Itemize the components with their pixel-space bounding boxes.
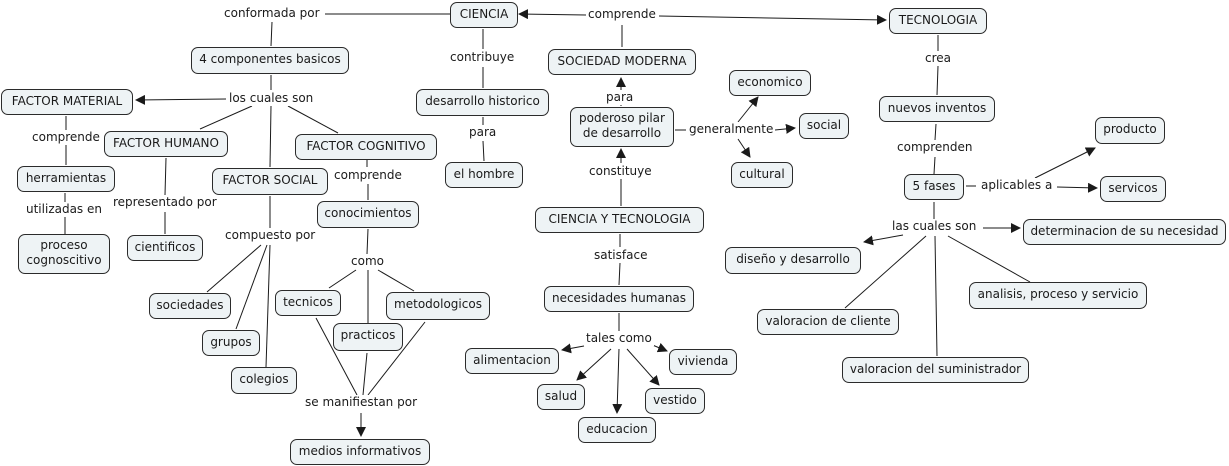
- link-las-cuales-son: las cuales son: [890, 219, 979, 234]
- concept-educacion[interactable]: educacion: [578, 417, 656, 443]
- concept-tecnologia[interactable]: TECNOLOGIA: [889, 8, 987, 34]
- concept-factor-material[interactable]: FACTOR MATERIAL: [1, 89, 133, 115]
- concept-servicos[interactable]: servicos: [1100, 176, 1166, 202]
- connector: [270, 21, 273, 47]
- concept-4-componentes[interactable]: 4 componentes basicos: [191, 47, 349, 74]
- connector: [947, 235, 1031, 283]
- concept-cultural[interactable]: cultural: [731, 162, 793, 188]
- connector: [518, 9, 587, 20]
- link-representado-por: representado por: [111, 195, 219, 210]
- link-para-hombre: para: [467, 125, 499, 140]
- concept-nuevos-inventos[interactable]: nuevos inventos: [879, 96, 995, 122]
- link-contribuye: contribuye: [448, 50, 517, 65]
- concept-tecnicos[interactable]: tecnicos: [275, 290, 341, 316]
- connector: [1056, 182, 1098, 193]
- concept-herramientas[interactable]: herramientas: [17, 166, 115, 192]
- connector: [658, 14, 887, 25]
- connector: [1034, 147, 1096, 179]
- connector: [315, 317, 358, 396]
- concept-desarrollo-historico[interactable]: desarrollo historico: [416, 89, 549, 116]
- connector: [287, 105, 339, 134]
- connector: [206, 244, 262, 293]
- connector: [199, 105, 253, 130]
- concept-ciencia[interactable]: CIENCIA: [450, 2, 518, 28]
- connector: [576, 348, 612, 381]
- concept-medios-informativos[interactable]: medios informativos: [290, 439, 430, 465]
- connector: [863, 234, 904, 246]
- connector: [377, 269, 415, 292]
- concept-factor-social[interactable]: FACTOR SOCIAL: [212, 168, 328, 195]
- link-comprende-top: comprende: [586, 7, 658, 22]
- concept-analisis-proceso-servicio[interactable]: analisis, proceso y servicio: [969, 282, 1147, 309]
- connector: [164, 157, 167, 196]
- link-comprende-cognitivo: comprende: [332, 168, 404, 183]
- connector: [612, 348, 623, 414]
- concept-factor-cognitivo[interactable]: FACTOR COGNITIVO: [295, 134, 437, 160]
- connector: [737, 96, 759, 123]
- connector: [265, 244, 271, 368]
- link-comprende-material: comprende: [30, 130, 102, 145]
- concept-alimentacion[interactable]: alimentacion: [465, 348, 559, 374]
- concept-cientificos[interactable]: cientificos: [127, 235, 203, 261]
- connector: [933, 156, 936, 175]
- connector: [269, 105, 272, 168]
- concept-proceso-cognoscitivo[interactable]: proceso cognoscitivo: [18, 234, 110, 274]
- connector: [366, 228, 369, 255]
- concept-ciencia-y-tecnologia[interactable]: CIENCIA Y TECNOLOGIA: [535, 207, 704, 233]
- concept-valoracion-cliente[interactable]: valoracion de cliente: [757, 309, 899, 335]
- link-constituye: constituye: [587, 164, 654, 179]
- link-como: como: [349, 254, 386, 269]
- concept-conocimientos[interactable]: conocimientos: [317, 201, 419, 228]
- concept-metodologicos[interactable]: metodologicos: [386, 292, 490, 320]
- link-para-sociedad: para: [604, 90, 636, 105]
- connector: [844, 235, 927, 309]
- concept-el-hombre[interactable]: el hombre: [445, 162, 523, 188]
- connector: [561, 343, 585, 354]
- connector: [626, 348, 660, 386]
- concept-diseno-desarrollo[interactable]: diseño y desarrollo: [725, 247, 861, 274]
- link-utilizadas-en: utilizadas en: [24, 202, 104, 217]
- link-se-manifiestan-por: se manifiestan por: [303, 395, 419, 410]
- connector: [482, 140, 485, 162]
- connector: [235, 244, 268, 330]
- concept-poderoso-pilar[interactable]: poderoso pilar de desarrollo: [570, 107, 674, 147]
- concept-determinacion[interactable]: determinacion de su necesidad: [1023, 219, 1226, 245]
- link-conformada-por: conformada por: [222, 6, 322, 21]
- concept-sociedades[interactable]: sociedades: [149, 293, 231, 319]
- link-comprenden: comprenden: [895, 140, 975, 155]
- connector: [618, 262, 621, 286]
- concept-necesidades-humanas[interactable]: necesidades humanas: [544, 286, 694, 312]
- concept-5-fases[interactable]: 5 fases: [904, 174, 964, 200]
- concept-producto[interactable]: producto: [1095, 117, 1165, 144]
- concept-valoracion-suministrador[interactable]: valoracion del suministrador: [842, 357, 1029, 383]
- concept-salud[interactable]: salud: [537, 384, 585, 410]
- connector: [774, 123, 796, 134]
- connector: [737, 138, 751, 158]
- concept-factor-humano[interactable]: FACTOR HUMANO: [104, 131, 228, 157]
- concept-sociedad-moderna[interactable]: SOCIEDAD MODERNA: [548, 49, 696, 75]
- link-generalmente: generalmente: [687, 122, 776, 137]
- connector: [328, 269, 357, 289]
- concept-vestido[interactable]: vestido: [645, 388, 705, 414]
- link-crea: crea: [923, 51, 954, 66]
- link-aplicables-a: aplicables a: [979, 178, 1055, 193]
- connector: [936, 65, 939, 96]
- link-los-cuales-son: los cuales son: [227, 91, 316, 106]
- connector: [367, 321, 426, 396]
- connector: [934, 123, 937, 141]
- concept-practicos[interactable]: practicos: [333, 323, 403, 351]
- connector: [135, 94, 227, 105]
- concept-social[interactable]: social: [799, 113, 849, 139]
- concept-grupos[interactable]: grupos: [202, 330, 260, 356]
- link-tales-como: tales como: [584, 331, 654, 346]
- connector: [934, 235, 938, 357]
- connector: [362, 352, 368, 396]
- link-compuesto-por: compuesto por: [223, 228, 318, 243]
- concept-economico[interactable]: economico: [729, 70, 811, 96]
- concept-vivienda[interactable]: vivienda: [669, 349, 737, 375]
- link-satisface: satisface: [592, 248, 650, 263]
- concept-colegios[interactable]: colegios: [231, 367, 297, 394]
